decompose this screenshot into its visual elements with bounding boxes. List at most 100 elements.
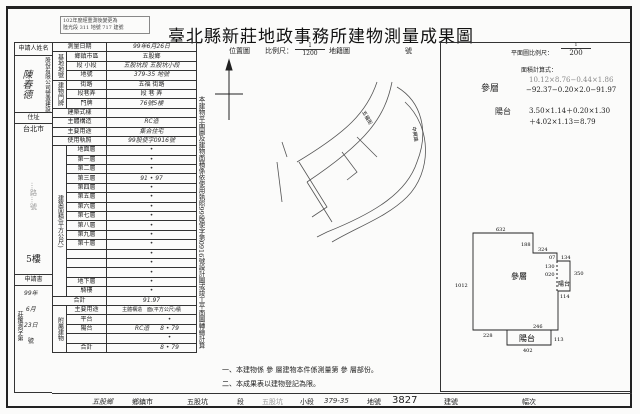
floor-row: 地下層•: [53, 276, 198, 288]
annex-cell: •: [106, 314, 198, 325]
floor-area: •: [106, 248, 198, 260]
bottom-section-label: 段: [237, 398, 244, 406]
floor-area: •: [106, 286, 198, 297]
annex-area: 8 • 79: [160, 343, 179, 351]
section-value: 五股坑段 五股坑小段: [106, 60, 198, 72]
total-label: 合計: [51, 295, 108, 306]
annex-area-header: 面(平方公尺)積: [146, 307, 181, 314]
annex-use: 合計: [65, 342, 108, 353]
survey-date-value: 99年6月26日: [106, 41, 198, 53]
dim-134: 134: [561, 255, 571, 261]
doorplate-label: 建物門牌: [52, 79, 67, 109]
address-city: 台北市: [23, 125, 44, 133]
land-label: 基地地號: [52, 51, 67, 81]
floor-label: 第三層: [65, 173, 108, 184]
annex-cell: 8 • 79: [106, 342, 198, 353]
number-value: 76號5樓: [106, 98, 198, 109]
annex-label: 附屬建物: [52, 304, 67, 353]
plan-scale-label: 平面圖比例尺：: [511, 50, 554, 57]
annex-header-cell: 主體構造 面(平方公尺)積: [106, 304, 198, 316]
dim-350: 350: [574, 271, 584, 277]
dim-114: 114: [560, 294, 570, 300]
floor-row: 第一層•: [53, 154, 198, 166]
dim-top: 632: [496, 227, 506, 233]
survey-year: 99年: [24, 290, 38, 297]
annex-use: 陽台: [65, 323, 108, 335]
floor-row: •: [53, 257, 198, 269]
floor-label: 地下層: [65, 276, 108, 288]
floor-calc-line1: 10.12×8.76−0.44×1.86: [529, 76, 614, 84]
floor-label: [65, 267, 108, 278]
document-border: [6, 6, 632, 408]
stamp-line2: 陸光段 311 地號 717 建號: [63, 25, 124, 31]
bottom-lot: 379-35: [324, 397, 349, 405]
floor-plan-panel: 平面圖比例尺： 1 200 面積計算式： 參層 10.12×8.76−0.44×…: [440, 42, 630, 392]
annex-area: 8 • 79: [160, 324, 179, 332]
document-title: 臺北縣新莊地政事務所建物測量成果圖: [168, 27, 474, 47]
annex-area: •: [167, 315, 172, 323]
license-value: 99股使字0916號: [106, 135, 198, 147]
road-label-2: 中興路: [410, 126, 420, 142]
floor-row: 第十層•: [53, 239, 198, 250]
location-map-drawing: 五福街 中興路: [215, 58, 426, 243]
floor-label: 第五層: [65, 192, 108, 203]
street-value: 五福 街路: [106, 79, 198, 90]
annex-cell: RC造 8 • 79: [106, 323, 198, 335]
area-label: 建築面積(平方公尺): [52, 145, 67, 297]
location-map-label: 位置圖: [229, 47, 250, 55]
dim-228: 228: [483, 333, 493, 339]
notes: 一、本建物係 參 層建物本件係測量第 參 層部份。 二、本成果表以建物登記為限。: [222, 363, 378, 391]
floor-calc-line2: −92.37−0.20×2.0−91.97: [526, 86, 617, 94]
annex-header-row: 附屬建物主要用途主體構造 面(平方公尺)積: [52, 304, 198, 353]
applicant-name: 陳春德: [20, 69, 31, 99]
structure-value: RC造: [106, 117, 198, 128]
address-text: …路…號: [29, 182, 38, 210]
floor-row: 第九層•: [53, 229, 198, 241]
street-label: 街路: [65, 79, 108, 90]
survey-no-suffix: 號: [27, 338, 34, 345]
lane-label: 段巷弄: [65, 88, 108, 100]
dim-07: 07: [549, 255, 555, 261]
cadastral-label: 地籍圖: [329, 47, 350, 55]
cadastral-number-label: 號: [405, 47, 412, 55]
room-label: 參層: [511, 271, 527, 281]
survey-month: 6月: [25, 306, 36, 313]
bottom-township: 五股鄉: [92, 398, 113, 406]
vertical-note: 本建物平面圖及建物面積係依使用執照99股使字第0916號設計圖或竣工平面圖轉繪計…: [197, 96, 205, 349]
floor-area: •: [106, 211, 198, 222]
bottom-subsection-label: 小段: [300, 398, 314, 406]
annex-cell: •: [106, 333, 198, 344]
floor-label: 第二層: [65, 164, 108, 175]
north-arrow-icon: [215, 58, 243, 120]
applicant-company: 股份有限公司營造建設: [44, 56, 50, 112]
township-label: 鄉鎮市區: [65, 51, 108, 62]
annex-area: •: [167, 334, 172, 342]
dim-246: 246: [533, 324, 543, 330]
location-scale-den: 1200: [302, 50, 318, 57]
floor-row: 第二層•: [53, 164, 198, 175]
floor-area: •: [106, 276, 198, 288]
dim-113: 113: [554, 337, 564, 343]
floor-area: 91 • 97: [106, 173, 198, 184]
floor-row: 第六層•: [53, 201, 198, 213]
bottom-township-label: 鄉鎮市: [132, 398, 153, 406]
annex-use-header: 主要用途: [65, 304, 108, 316]
dim-402: 402: [523, 348, 533, 354]
floor-area: •: [106, 201, 198, 213]
bottom-strip: 五股鄉 鄉鎮市 五股坑 段 五股坑 小段 379-35 地號 3827 建號 幅…: [52, 393, 632, 409]
floor-label: [65, 257, 108, 269]
style-value: [106, 107, 198, 119]
location-scale-num: 1: [295, 42, 325, 50]
balcony-calc-line1: 3.50×1.14＋0.20×1.30: [529, 107, 611, 115]
floor-area: •: [106, 220, 198, 231]
road-label-1: 五福街: [360, 110, 374, 127]
floor-row: •: [53, 267, 198, 278]
number-label: 門牌: [65, 98, 108, 109]
side-balcony-label: 陽台: [558, 280, 570, 288]
annex-use: 平台: [65, 314, 108, 325]
floor-row: 第八層•: [53, 220, 198, 231]
annex-structure: RC造: [134, 324, 150, 332]
plan-scale: 1 200: [561, 42, 591, 57]
dim-324: 324: [538, 247, 548, 253]
balcony-outline: [506, 330, 552, 346]
